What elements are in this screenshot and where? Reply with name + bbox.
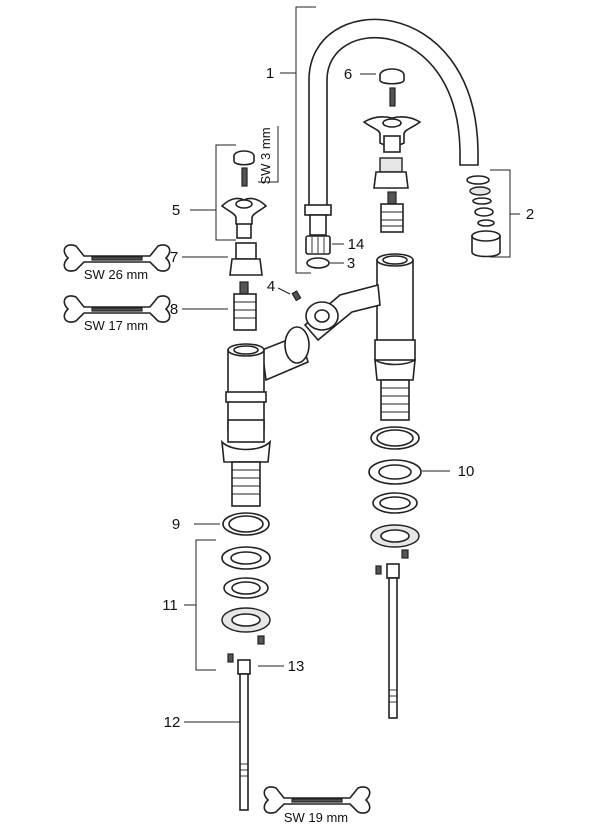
right-cross-handle xyxy=(362,116,422,153)
right-valve-cartridge xyxy=(373,157,409,233)
left-gasket-9 xyxy=(194,512,270,536)
label-7: 7 xyxy=(170,249,178,266)
wrench-26-icon xyxy=(63,244,171,272)
left-mounting-kit-11 xyxy=(184,539,271,671)
wrench-17-label: SW 17 mm xyxy=(84,318,148,333)
left-handle-bracket-5 xyxy=(190,144,236,241)
right-threaded-shank xyxy=(380,379,410,421)
spout xyxy=(304,18,479,236)
left-valve-cartridge-8 xyxy=(182,281,257,331)
right-handle-cap-6 xyxy=(360,68,405,85)
wrench-26-label: SW 26 mm xyxy=(84,267,148,282)
label-14: 14 xyxy=(348,236,365,253)
label-5: 5 xyxy=(172,202,180,219)
wrench-19-label: SW 19 mm xyxy=(284,810,348,825)
bridge-body xyxy=(220,253,416,463)
o-ring-3 xyxy=(306,257,344,269)
wrench-19-icon xyxy=(263,786,371,814)
aerator-parts-2 xyxy=(466,169,520,258)
left-bonnet-nut-7 xyxy=(182,242,263,276)
label-10: 10 xyxy=(458,463,475,480)
label-2: 2 xyxy=(526,206,534,223)
right-supply-hose xyxy=(386,563,400,719)
label-8: 8 xyxy=(170,301,178,318)
label-12: 12 xyxy=(164,714,181,731)
label-11: 11 xyxy=(162,597,178,614)
right-mounting-kit-10 xyxy=(368,426,450,575)
label-1: 1 xyxy=(266,65,274,82)
label-4: 4 xyxy=(267,278,275,295)
hex-key-label: SW 3 mm xyxy=(258,127,273,184)
label-9: 9 xyxy=(172,516,180,533)
left-supply-hose-12 xyxy=(184,659,251,811)
label-3: 3 xyxy=(347,255,355,272)
left-screw-13 xyxy=(227,653,284,667)
wrench-17-icon xyxy=(63,295,171,323)
right-handle-screw xyxy=(389,87,396,107)
label-6: 6 xyxy=(344,66,352,83)
spout-nut-14 xyxy=(305,235,344,255)
left-threaded-shank xyxy=(231,461,261,507)
set-screw-4 xyxy=(277,287,302,302)
hex-key-bracket xyxy=(258,126,279,183)
left-handle-screw xyxy=(241,167,248,187)
left-cross-handle xyxy=(220,197,268,239)
left-handle-cap xyxy=(233,150,255,166)
label-13: 13 xyxy=(288,658,305,675)
spout-bracket-1 xyxy=(280,6,316,274)
